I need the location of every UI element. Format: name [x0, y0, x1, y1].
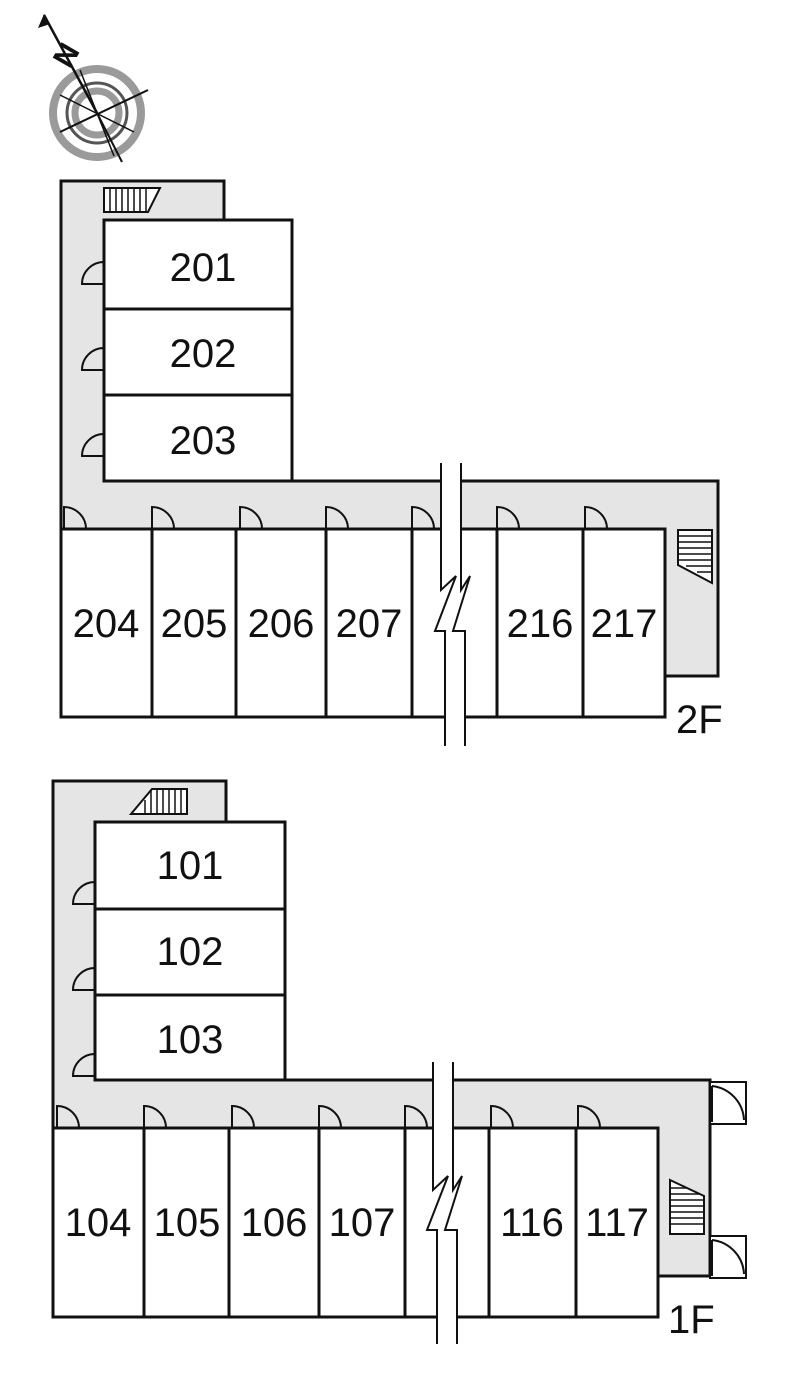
- floor-label: 2F: [676, 698, 723, 742]
- room-116: [487, 1126, 578, 1319]
- room-label: 205: [161, 602, 228, 646]
- door-icon: [584, 505, 608, 530]
- door-icon: [151, 505, 175, 530]
- door-icon: [71, 967, 96, 991]
- room-label: 216: [507, 602, 574, 646]
- stairs-icon: [128, 788, 188, 815]
- door-icon: [577, 1104, 601, 1129]
- compass-rose-icon: [38, 14, 149, 163]
- room-107: [317, 1126, 407, 1319]
- room-217: [581, 527, 667, 719]
- door-icon: [490, 1104, 514, 1129]
- compass-north-label: N: [47, 38, 86, 73]
- room-label: 204: [73, 602, 140, 646]
- door-icon: [80, 347, 105, 371]
- room-label: 201: [170, 246, 237, 290]
- room-117: [574, 1126, 660, 1319]
- room-label: 105: [154, 1201, 221, 1245]
- room-label: 203: [170, 419, 237, 463]
- room-label: 101: [157, 844, 224, 888]
- room-207: [324, 527, 414, 719]
- room-105: [142, 1126, 231, 1319]
- door-icon: [56, 1104, 80, 1129]
- stairs-icon: [677, 529, 713, 585]
- stairs-icon: [669, 1178, 705, 1235]
- room-label: 217: [591, 602, 658, 646]
- room-201: [102, 218, 294, 311]
- room-205: [150, 527, 238, 719]
- floor-1: 101 102 103 104 105 106 107 116 117 1F: [51, 779, 747, 1344]
- room-label: 117: [585, 1201, 649, 1245]
- door-icon: [709, 1081, 747, 1125]
- room-label: 206: [248, 602, 315, 646]
- door-icon: [80, 433, 105, 457]
- room-label: 202: [170, 332, 237, 376]
- room-103: [93, 993, 287, 1082]
- omission-break: [433, 463, 471, 746]
- room-label: 103: [157, 1018, 224, 1062]
- door-icon: [404, 1104, 428, 1129]
- door-icon: [318, 1104, 342, 1129]
- room-label: 116: [500, 1201, 564, 1245]
- door-icon: [80, 261, 105, 285]
- omission-break: [425, 1062, 463, 1344]
- room-label: 102: [157, 930, 224, 974]
- door-icon: [71, 881, 96, 905]
- stairs-icon: [103, 187, 162, 213]
- room-label: 107: [329, 1201, 396, 1245]
- floor-2: 201 202 203 204 205 206 207 216 217: [59, 179, 723, 746]
- room-label: 106: [241, 1201, 308, 1245]
- door-icon: [411, 505, 435, 530]
- door-icon: [239, 505, 263, 530]
- room-102: [93, 907, 287, 997]
- room-label: 104: [65, 1201, 132, 1245]
- room-104: [51, 1126, 146, 1319]
- door-icon: [63, 505, 87, 530]
- door-icon: [71, 1053, 96, 1077]
- door-icon: [231, 1104, 255, 1129]
- room-label: 207: [336, 602, 403, 646]
- room-203: [102, 393, 294, 483]
- door-icon: [143, 1104, 167, 1129]
- room-202: [102, 307, 294, 397]
- floor-label: 1F: [668, 1298, 715, 1342]
- door-icon: [709, 1235, 747, 1279]
- door-icon: [325, 505, 349, 530]
- compass: N: [38, 14, 149, 163]
- room-101: [93, 820, 287, 911]
- door-icon: [496, 505, 520, 530]
